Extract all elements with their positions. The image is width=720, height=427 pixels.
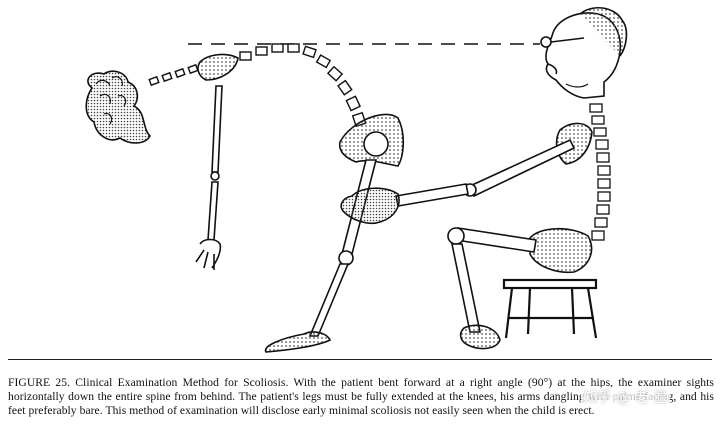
scoliosis-exam-illustration: [85, 7, 628, 353]
patient-foot: [264, 331, 332, 353]
patient-head: [85, 70, 152, 144]
examiner-hand: [340, 187, 400, 225]
examiner-foot: [459, 324, 501, 350]
examiner-figure: [340, 7, 628, 350]
patient-figure: [85, 43, 405, 353]
examiner-shin: [451, 243, 481, 333]
examiner-spine: [589, 103, 611, 241]
patient-scapula: [197, 53, 239, 81]
examiner-thigh: [455, 227, 537, 253]
patient-arm: [195, 85, 223, 270]
patient-tibia: [308, 263, 350, 337]
caption-divider: [8, 359, 712, 360]
cervical-vertebrae: [148, 63, 199, 87]
figure-caption: FIGURE 25. Clinical Examination Method f…: [8, 375, 714, 417]
examiner-stool: [502, 278, 598, 339]
examiner-pelvis: [529, 227, 593, 274]
watermark: 知乎 @ 老 湿: [580, 387, 670, 407]
examiner-head: [540, 7, 628, 99]
patient-spine: [239, 43, 367, 128]
examiner-arm: [340, 138, 576, 225]
